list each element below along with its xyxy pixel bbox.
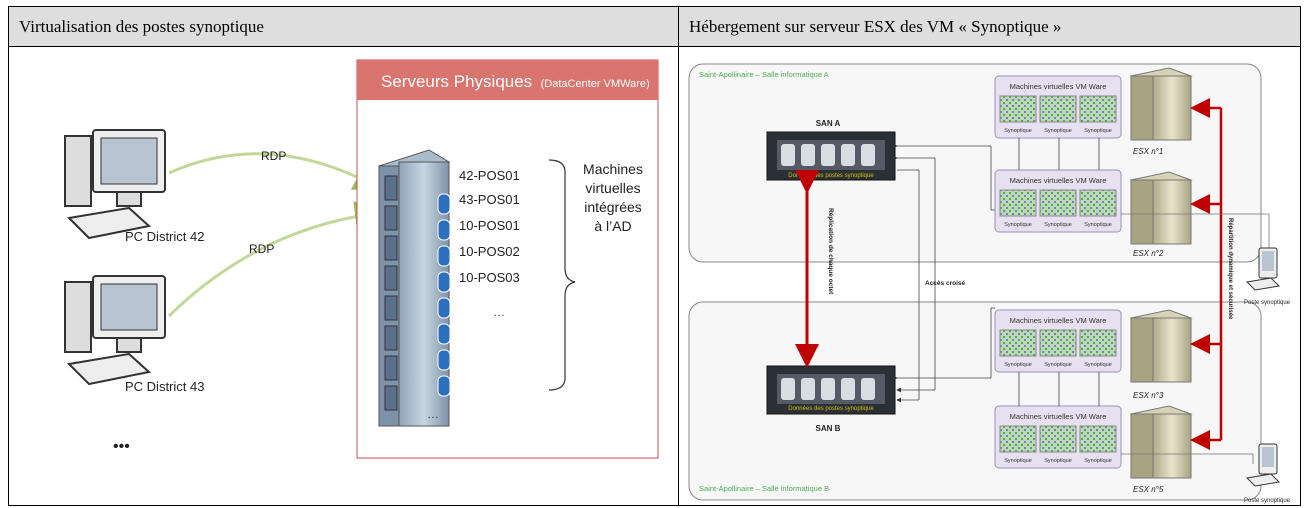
- room-b-label: Saint-Apollinaire – Salle informatique B: [699, 484, 829, 493]
- svg-text:Synoptique: Synoptique: [1084, 128, 1112, 134]
- svg-text:Synoptique: Synoptique: [1044, 458, 1072, 464]
- right-header-cell: Hébergement sur serveur ESX des VM « Syn…: [679, 7, 1300, 47]
- esx-label-1: ESX n°1: [1133, 147, 1163, 156]
- esx-server-3-icon: [1129, 309, 1193, 383]
- poste-label-2: Poste synoptique: [1244, 498, 1291, 504]
- svg-text:Machines virtuelles VM Ware: Machines virtuelles VM Ware: [1010, 82, 1107, 91]
- vm-ellipsis: …: [493, 305, 505, 319]
- poste-synoptique-2-icon: [1245, 443, 1281, 487]
- san-b-label: SAN B: [816, 424, 841, 433]
- vm-group-3: Machines virtuelles VM Ware Synoptique S…: [994, 309, 1122, 373]
- pc2-label: PC District 43: [125, 379, 204, 394]
- vm-name-2: 43-POS01: [459, 192, 520, 207]
- svg-text:Synoptique: Synoptique: [1084, 458, 1112, 464]
- pc-ellipsis: •••: [113, 438, 130, 455]
- brace: [548, 159, 576, 391]
- esx-label-2: ESX n°2: [1133, 249, 1164, 258]
- brace-text-2: virtuelles: [585, 180, 640, 196]
- comparison-table: Virtualisation des postes synoptique Héb…: [8, 6, 1301, 506]
- left-header-cell: Virtualisation des postes synoptique: [9, 7, 678, 47]
- server-rack-icon: [377, 149, 451, 427]
- panel-title: Serveurs Physiques (DataCenter VMWare): [381, 72, 650, 91]
- vm-name-1: 42-POS01: [459, 168, 520, 183]
- vm-links: [1018, 138, 1100, 406]
- esx-label-4: ESX n°5: [1133, 485, 1164, 494]
- pc1-label: PC District 42: [125, 229, 204, 244]
- rdp-arrow-1: [168, 152, 385, 191]
- right-diagram: Saint-Apollinaire – Salle informatique A…: [688, 63, 1291, 504]
- svg-text:Synoptique: Synoptique: [1084, 222, 1112, 228]
- san-a-caption: Données des postes synoptique: [788, 173, 874, 179]
- left-diagram: PC District 42 PC District 43 ••• RDP RD…: [64, 59, 659, 459]
- pc-district-42-icon: [64, 129, 166, 240]
- cross-access-lines: [893, 143, 995, 403]
- san-a-label: SAN A: [816, 119, 841, 128]
- vm-group-2: Machines virtuelles VM Ware Synoptique S…: [994, 169, 1122, 233]
- svg-text:Synoptique: Synoptique: [1004, 362, 1032, 368]
- brace-text-1: Machines: [583, 161, 643, 177]
- svg-text:Synoptique: Synoptique: [1044, 128, 1072, 134]
- san-b-icon: [766, 365, 896, 415]
- esx-label-3: ESX n°3: [1133, 391, 1164, 400]
- vm-group-1: Machines virtuelles VM Ware Synoptique S…: [994, 75, 1122, 139]
- vm-name-3: 10-POS01: [459, 218, 520, 233]
- svg-text:Synoptique: Synoptique: [1044, 222, 1072, 228]
- brace-text-4: à l’AD: [594, 218, 631, 234]
- esx-server-4-icon: [1129, 405, 1193, 479]
- panel-title-bar: [357, 60, 658, 100]
- san-b-caption: Données des postes synoptique: [788, 406, 874, 412]
- svg-text:Machines virtuelles VM Ware: Machines virtuelles VM Ware: [1010, 176, 1107, 185]
- svg-text:Synoptique: Synoptique: [1004, 128, 1032, 134]
- room-a-label: Saint-Apollinaire – Salle informatique A: [699, 70, 829, 79]
- cross-access-label: Accès croisé: [925, 280, 965, 287]
- svg-text:Synoptique: Synoptique: [1084, 362, 1112, 368]
- svg-text:Machines virtuelles VM Ware: Machines virtuelles VM Ware: [1010, 316, 1107, 325]
- column-divider: [678, 7, 679, 505]
- svg-text:Synoptique: Synoptique: [1044, 362, 1072, 368]
- dynamic-distribution-bus: [1190, 98, 1223, 450]
- svg-text:Synoptique: Synoptique: [1004, 458, 1032, 464]
- svg-text:Machines virtuelles VM Ware: Machines virtuelles VM Ware: [1010, 412, 1107, 421]
- vm-name-4: 10-POS02: [459, 244, 520, 259]
- rdp-arrow-2: [167, 201, 385, 318]
- vm-group-4: Machines virtuelles VM Ware Synoptique S…: [994, 405, 1122, 469]
- poste-synoptique-1-icon: [1245, 247, 1281, 291]
- vm-name-5: 10-POS03: [459, 270, 520, 285]
- rdp-label-2: RDP: [249, 242, 274, 256]
- rdp-label-1: RDP: [261, 149, 286, 163]
- replication-label: Réplication de chaque octet: [827, 208, 834, 295]
- poste-label-1: Poste synoptique: [1244, 300, 1291, 306]
- pc-district-43-icon: [64, 275, 166, 386]
- san-a-icon: [766, 131, 896, 181]
- brace-text-3: intégrées: [584, 199, 642, 215]
- rack-ellipsis: …: [427, 407, 439, 421]
- esx-server-2-icon: [1129, 171, 1193, 245]
- dynamic-label: Répartition dynamique et sécurisée: [1227, 218, 1233, 320]
- esx-server-1-icon: [1129, 67, 1193, 141]
- poste-links: [1121, 213, 1270, 464]
- svg-text:Synoptique: Synoptique: [1004, 222, 1032, 228]
